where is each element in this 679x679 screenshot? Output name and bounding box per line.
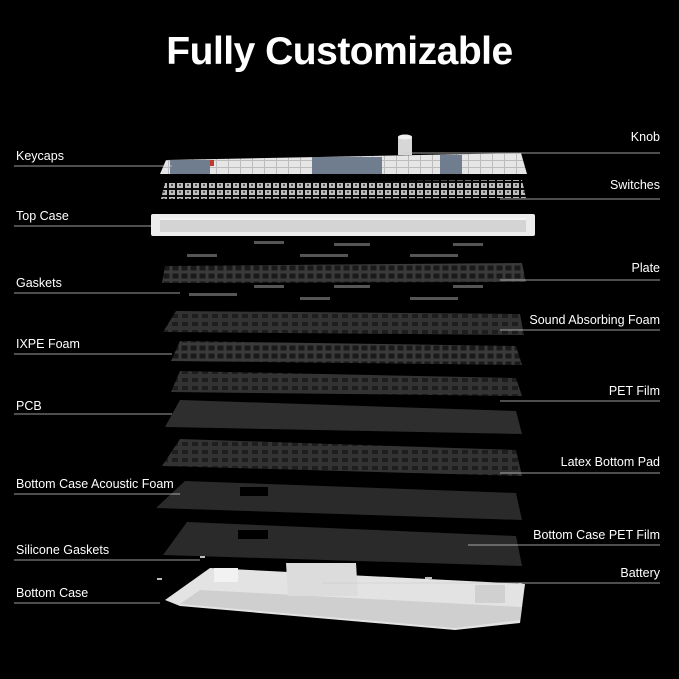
label-pcb: PCB — [16, 399, 42, 413]
label-pet-film: PET Film — [608, 384, 660, 398]
label-top-case: Top Case — [16, 209, 69, 223]
label-battery: Battery — [620, 566, 660, 580]
label-keycaps: Keycaps — [16, 149, 64, 163]
ixpe-foam-layer — [171, 341, 522, 365]
sound-absorbing-foam-layer — [163, 311, 524, 335]
pet-film-layer — [171, 371, 522, 396]
page-title: Fully Customizable — [166, 30, 513, 73]
label-plate: Plate — [631, 261, 661, 275]
label-switches: Switches — [609, 178, 660, 192]
pcb-layer — [165, 400, 522, 434]
label-knob: Knob — [630, 130, 660, 144]
plate-layer — [162, 263, 526, 283]
label-bottom-case: Bottom Case — [16, 586, 89, 600]
leader-lines-right — [322, 152, 660, 584]
lower-gaskets — [189, 285, 483, 300]
label-bottom-case-pet-film: Bottom Case PET Film — [533, 528, 660, 542]
switches-layer — [161, 180, 526, 199]
knob-part — [398, 134, 412, 155]
leader-lines-left — [14, 165, 200, 604]
upper-gaskets — [187, 241, 483, 257]
bottom-case-pet-film-layer — [163, 522, 522, 566]
label-gaskets: Gaskets — [16, 276, 62, 290]
top-case-part — [151, 214, 535, 236]
keycaps-layer — [160, 153, 527, 174]
label-ixpe-foam: IXPE Foam — [16, 337, 80, 351]
label-latex-bottom-pad: Latex Bottom Pad — [560, 455, 660, 469]
label-bottom-case-acoustic-foam: Bottom Case Acoustic Foam — [16, 477, 174, 491]
battery-part — [286, 563, 358, 596]
latex-bottom-pad-layer — [162, 439, 522, 476]
label-sound-absorbing-foam: Sound Absorbing Foam — [529, 313, 660, 327]
bottom-case-acoustic-foam-layer — [156, 481, 522, 520]
bottom-case-part — [165, 568, 525, 630]
label-silicone-gaskets: Silicone Gaskets — [16, 543, 110, 557]
